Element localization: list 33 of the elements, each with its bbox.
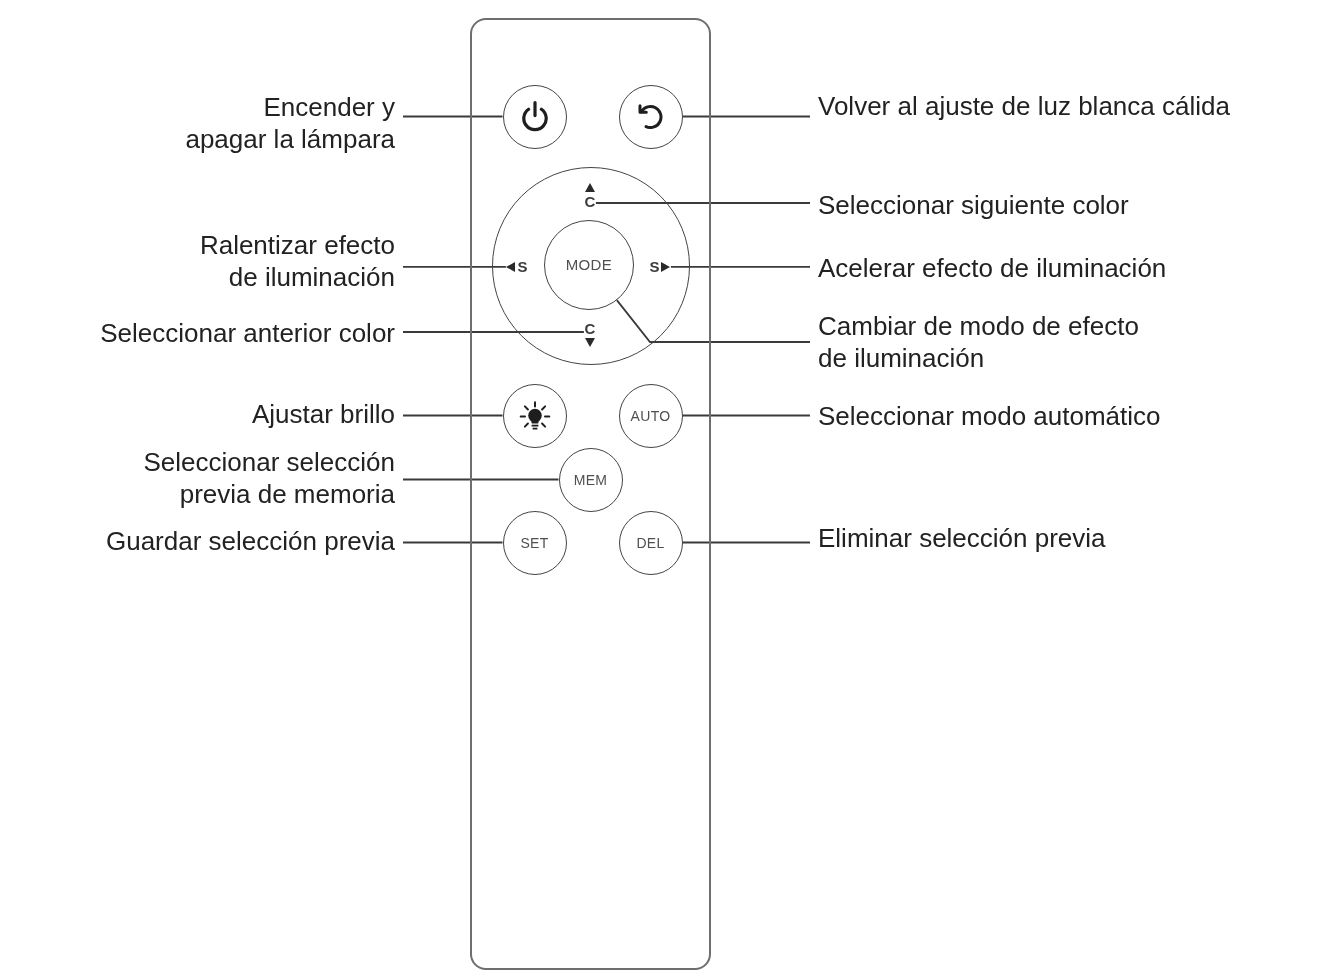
delete-button: DEL (618, 510, 683, 575)
leader-line (681, 541, 811, 544)
mode-button: MODE (543, 219, 634, 310)
callout-label: Seleccionar siguiente color (818, 189, 1129, 221)
leader-line (402, 541, 504, 544)
leader-line (402, 331, 585, 333)
callout-label: Seleccionar modo automático (818, 400, 1161, 432)
callout-label: Ralentizar efecto de iluminación (195, 229, 395, 293)
leader-line (402, 115, 504, 118)
leader-line (402, 414, 504, 417)
leader-line (681, 414, 811, 417)
memory-button: MEM (558, 447, 623, 512)
leader-line (402, 266, 507, 268)
right-key: S (648, 258, 671, 275)
leader-line (670, 266, 811, 268)
callout-label: Ajustar brillo (251, 398, 395, 430)
leader-line (402, 478, 560, 481)
left-key: S (505, 258, 528, 275)
up-key: C (583, 182, 596, 209)
callout-label: Volver al ajuste de luz blanca cálida (818, 90, 1230, 122)
callout-label: Acelerar efecto de iluminación (818, 252, 1167, 284)
callout-label: Eliminar selección previa (818, 522, 1106, 554)
set-button: SET (502, 510, 567, 575)
down-key: C (583, 320, 596, 347)
leader-line (615, 299, 811, 343)
callout-label: Seleccionar anterior color (100, 317, 395, 349)
callout-label: Cambiar de modo de efecto de iluminación (818, 310, 1144, 374)
callout-label: Encender y apagar la lámpara (181, 91, 395, 155)
remote-control-body (470, 18, 711, 970)
callout-label: Seleccionar selección previa de memoria (139, 446, 395, 510)
callout-label: Guardar selección previa (105, 525, 395, 557)
leader-line (681, 115, 811, 118)
auto-button: AUTO (618, 383, 683, 448)
